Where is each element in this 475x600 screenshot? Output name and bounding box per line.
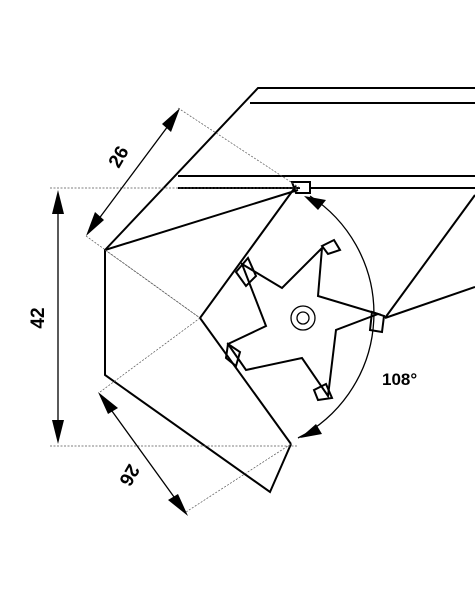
- center-hole-inner: [296, 311, 310, 325]
- angle-label: 108°: [382, 370, 417, 389]
- upper-edge-label: 26: [105, 143, 134, 172]
- height-label: 42: [28, 307, 49, 328]
- extension-lines: [50, 107, 301, 513]
- lower-edge-label: 26: [114, 460, 143, 489]
- star-cutter: [224, 238, 386, 402]
- angle-arc: [297, 195, 375, 439]
- tool-shank: [104, 87, 475, 319]
- dimension-height: 42: [28, 190, 64, 444]
- angle-arrows: [300, 196, 326, 438]
- dimension-upper-edge: 26: [86, 108, 180, 236]
- insert-body: [104, 181, 311, 494]
- center-hole: [290, 305, 316, 331]
- dimension-lower-edge: 26: [98, 392, 188, 516]
